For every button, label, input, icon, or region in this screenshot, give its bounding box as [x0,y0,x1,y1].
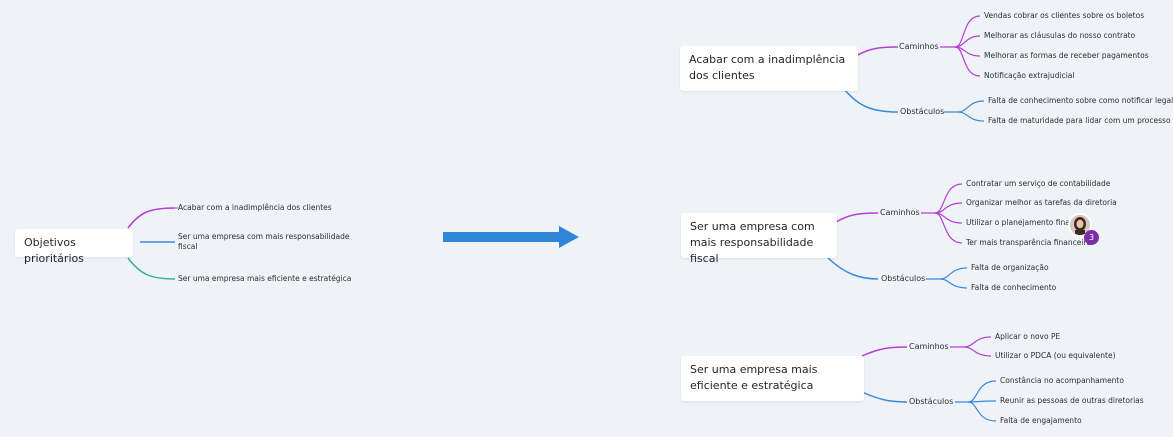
map2-caminho-4[interactable]: Ter mais transparência financeira [966,238,1092,247]
map3-obstaculo-3[interactable]: Falta de engajamento [1000,416,1082,425]
collaborators-count-badge: 3 [1084,230,1099,245]
map2-caminho-3[interactable]: Utilizar o planejamento financ [966,218,1079,227]
map1-obstaculo-2[interactable]: Falta de maturidade para lidar com um pr… [988,116,1171,125]
map2-caminhos[interactable]: Caminhos [880,208,920,217]
map3-caminho-2[interactable]: Utilizar o PDCA (ou equivalente) [995,351,1116,360]
map3-obstaculos[interactable]: Obstáculos [909,397,954,406]
map3-caminhos[interactable]: Caminhos [909,342,949,351]
map2-obstaculos[interactable]: Obstáculos [881,274,926,283]
map2-obstaculo-2[interactable]: Falta de conhecimento [971,283,1057,292]
left-branch-2[interactable]: Ser uma empresa com mais responsabilidad… [178,232,350,251]
map1-caminho-3[interactable]: Melhorar as formas de receber pagamentos [984,51,1149,60]
map2-caminho-1[interactable]: Contratar um serviço de contabilidade [966,179,1111,188]
map3-title-node[interactable]: Ser uma empresa mais eficiente e estraté… [681,356,864,401]
map1-title: Acabar com a inadimplência dos clientes [689,53,846,82]
map2-title: Ser uma empresa com mais responsabilidad… [690,220,815,265]
map3-obstaculo-1[interactable]: Constância no acompanhamento [1000,376,1124,385]
map2-obstaculo-1[interactable]: Falta de organização [971,263,1049,272]
map3-caminho-1[interactable]: Aplicar o novo PE [995,332,1061,341]
map2-title-node[interactable]: Ser uma empresa com mais responsabilidad… [681,213,837,265]
map1-obstaculos[interactable]: Obstáculos [900,107,945,116]
map2-caminho-2[interactable]: Organizar melhor as tarefas da diretoria [966,198,1117,207]
user-avatar-icon [1070,215,1090,235]
map1-caminho-2[interactable]: Melhorar as cláusulas do nosso contrato [984,31,1136,40]
map1-obstaculo-1[interactable]: Falta de conhecimento sobre como notific… [988,96,1173,105]
left-branch-3[interactable]: Ser uma empresa mais eficiente e estraté… [178,274,352,283]
map3-obstaculo-2[interactable]: Reunir as pessoas de outras diretorias [1000,396,1144,405]
map3-title: Ser uma empresa mais eficiente e estraté… [690,363,818,392]
left-root-label: Objetivos prioritários [24,236,84,265]
right-arrow-icon [443,226,579,248]
left-branch-1[interactable]: Acabar com a inadimplência dos clientes [178,203,332,212]
map1-caminho-4[interactable]: Notificação extrajudicial [984,71,1075,80]
map1-caminhos[interactable]: Caminhos [899,42,939,51]
map1-title-node[interactable]: Acabar com a inadimplência dos clientes [680,46,858,91]
left-root-node[interactable]: Objetivos prioritários [15,229,133,265]
map1-caminho-1[interactable]: Vendas cobrar os clientes sobre os bolet… [984,11,1145,20]
